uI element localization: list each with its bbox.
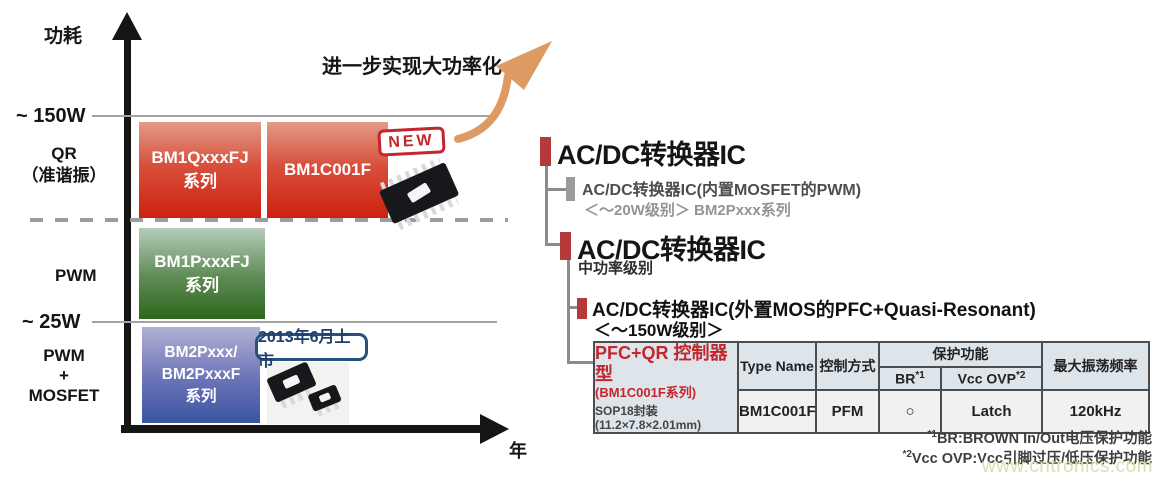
tree-node4-bullet <box>577 298 587 319</box>
col-header-vcc-text: Vcc OVP <box>957 370 1016 387</box>
cell-vcc-ovp: Latch <box>940 389 1043 434</box>
series-box-bm2pxxx: BM2Pxxx/ BM2PxxxF 系列 <box>142 327 260 423</box>
col-header-br-text: BR <box>895 370 916 387</box>
tree-connector-h2 <box>545 243 561 246</box>
tree-node4-title: AC/DC转换器IC(外置MOS的PFC+Quasi-Resonant) <box>592 300 1036 321</box>
level-25w-line <box>92 321 497 323</box>
product-package: SOP18封装 <box>595 404 658 418</box>
product-dimensions: (11.2×7.8×2.01mm) <box>595 418 702 432</box>
cell-br: ○ <box>878 389 942 434</box>
y-axis-line <box>124 37 131 433</box>
series-box-bm1qxxxfj: BM1QxxxFJ 系列 <box>139 122 261 218</box>
tree-node4-subtitle: ＜～150W级别＞ <box>594 321 724 340</box>
cell-type-name: BM1C001F <box>737 389 817 434</box>
col-header-br: BR*1 <box>878 365 942 392</box>
watermark: www.cntronics.com <box>981 456 1153 477</box>
series-box-bm1qxxxfj-line2: 系列 <box>183 172 217 191</box>
footnote-2: *2Vcc OVP:Vcc引脚过压/低压保护功能 <box>680 447 1152 467</box>
footnotes: *1BR:BROWN In/Out电压保护功能 *2Vcc OVP:Vcc引脚过… <box>680 427 1152 468</box>
series-box-bm2pxxx-line3: 系列 <box>185 388 217 405</box>
product-title: PFC+QR 控制器型 <box>595 343 728 384</box>
tree-node2-title: AC/DC转换器IC(内置MOSFET的PWM) <box>582 182 862 199</box>
footnote-1: *1BR:BROWN In/Out电压保护功能 <box>680 427 1152 447</box>
footnote-2-marker: *2 <box>902 449 912 461</box>
series-box-bm1pxxxfj-line1: BM1PxxxFJ <box>154 251 250 271</box>
tree-node2-bullet <box>566 177 575 201</box>
tree-connector-v1 <box>545 166 548 246</box>
series-box-bm1pxxxfj-line2: 系列 <box>185 275 219 295</box>
dip-chip-small-label <box>318 392 332 403</box>
series-box-bm2pxxx-line2: BM2PxxxF <box>161 366 241 383</box>
tree-connector-h4 <box>567 361 594 364</box>
tree-node1-bullet <box>540 137 551 166</box>
x-axis-line <box>121 425 482 433</box>
dip-chips-image <box>266 361 349 424</box>
col-header-protection: 保护功能 <box>878 341 1043 368</box>
row-label-pwm-mosfet: PWM + MOSFET <box>10 346 118 406</box>
series-box-bm2pxxx-line1: BM2Pxxx/ <box>164 344 238 361</box>
row-label-pwm-mosfet-line2: + <box>59 366 69 385</box>
x-axis-title: 年 <box>509 441 527 461</box>
cell-frequency: 120kHz <box>1041 389 1150 434</box>
footnote-1-marker: *1 <box>927 429 937 440</box>
x-axis-arrowhead <box>480 414 509 444</box>
row-label-pwm-mosfet-line1: PWM <box>43 346 85 365</box>
level-150w-line <box>92 115 497 117</box>
col-header-control: 控制方式 <box>815 340 880 392</box>
product-series: (BM1C001F系列) <box>595 385 697 400</box>
y-axis-title: 功耗 <box>44 26 83 47</box>
series-box-bm1pxxxfj: BM1PxxxFJ 系列 <box>139 228 265 319</box>
tree-node1-title: AC/DC转换器IC <box>557 140 746 170</box>
col-header-vcc-ovp: Vcc OVP*2 <box>940 365 1043 392</box>
level-25w-label: ~ 25W <box>22 311 81 333</box>
launch-date-badge: 2013年6月上市 <box>255 329 368 370</box>
tree-node2-subtitle: ＜～20W级别＞ BM2Pxxx系列 <box>584 202 791 219</box>
footnote-1-text: BR:BROWN In/Out电压保护功能 <box>936 430 1152 447</box>
tree-node3-subtitle: 中功率级别 <box>578 260 654 277</box>
tree-connector-v2 <box>567 260 570 364</box>
col-header-type-name: Type Name <box>737 340 817 392</box>
y-axis-arrowhead <box>112 12 142 40</box>
series-box-bm1c001f: BM1C001F <box>267 122 388 218</box>
sop18-chip-label <box>406 182 432 204</box>
tree-node3-title: AC/DC转换器IC <box>577 235 766 265</box>
product-cell: PFC+QR 控制器型 (BM1C001F系列) SOP18封装 (11.2×7… <box>593 341 739 434</box>
series-box-bm1c001f-label: BM1C001F <box>284 160 371 179</box>
col-header-frequency: 最大振荡频率 <box>1041 340 1150 392</box>
tree-connector-h1 <box>545 188 566 191</box>
col-header-vcc-footnote-marker: *2 <box>1015 370 1026 382</box>
spec-table: PFC+QR 控制器型 (BM1C001F系列) SOP18封装 (11.2×7… <box>593 340 1150 434</box>
row-label-qr: QR （准谐振） <box>14 143 114 187</box>
qr-pwm-divider <box>30 218 508 222</box>
annotation-more-power: 进一步实现大功率化 <box>322 56 502 78</box>
row-label-qr-line1: QR <box>51 144 77 163</box>
col-header-br-footnote-marker: *1 <box>915 370 925 382</box>
row-label-qr-line2: （准谐振） <box>21 166 107 185</box>
series-box-bm1qxxxfj-line1: BM1QxxxFJ <box>151 148 249 167</box>
orange-swoosh-arrow <box>454 41 552 143</box>
level-150w-label: ~ 150W <box>16 105 86 127</box>
tree-connector-h3 <box>567 306 577 309</box>
row-label-pwm: PWM <box>55 266 97 285</box>
dip-chip-large-label <box>282 374 301 390</box>
tree-node3-bullet <box>560 232 571 260</box>
cell-control: PFM <box>815 389 880 434</box>
row-label-pwm-mosfet-line3: MOSFET <box>28 386 100 405</box>
footnote-2-text: Vcc OVP:Vcc引脚过压/低压保护功能 <box>911 451 1152 468</box>
